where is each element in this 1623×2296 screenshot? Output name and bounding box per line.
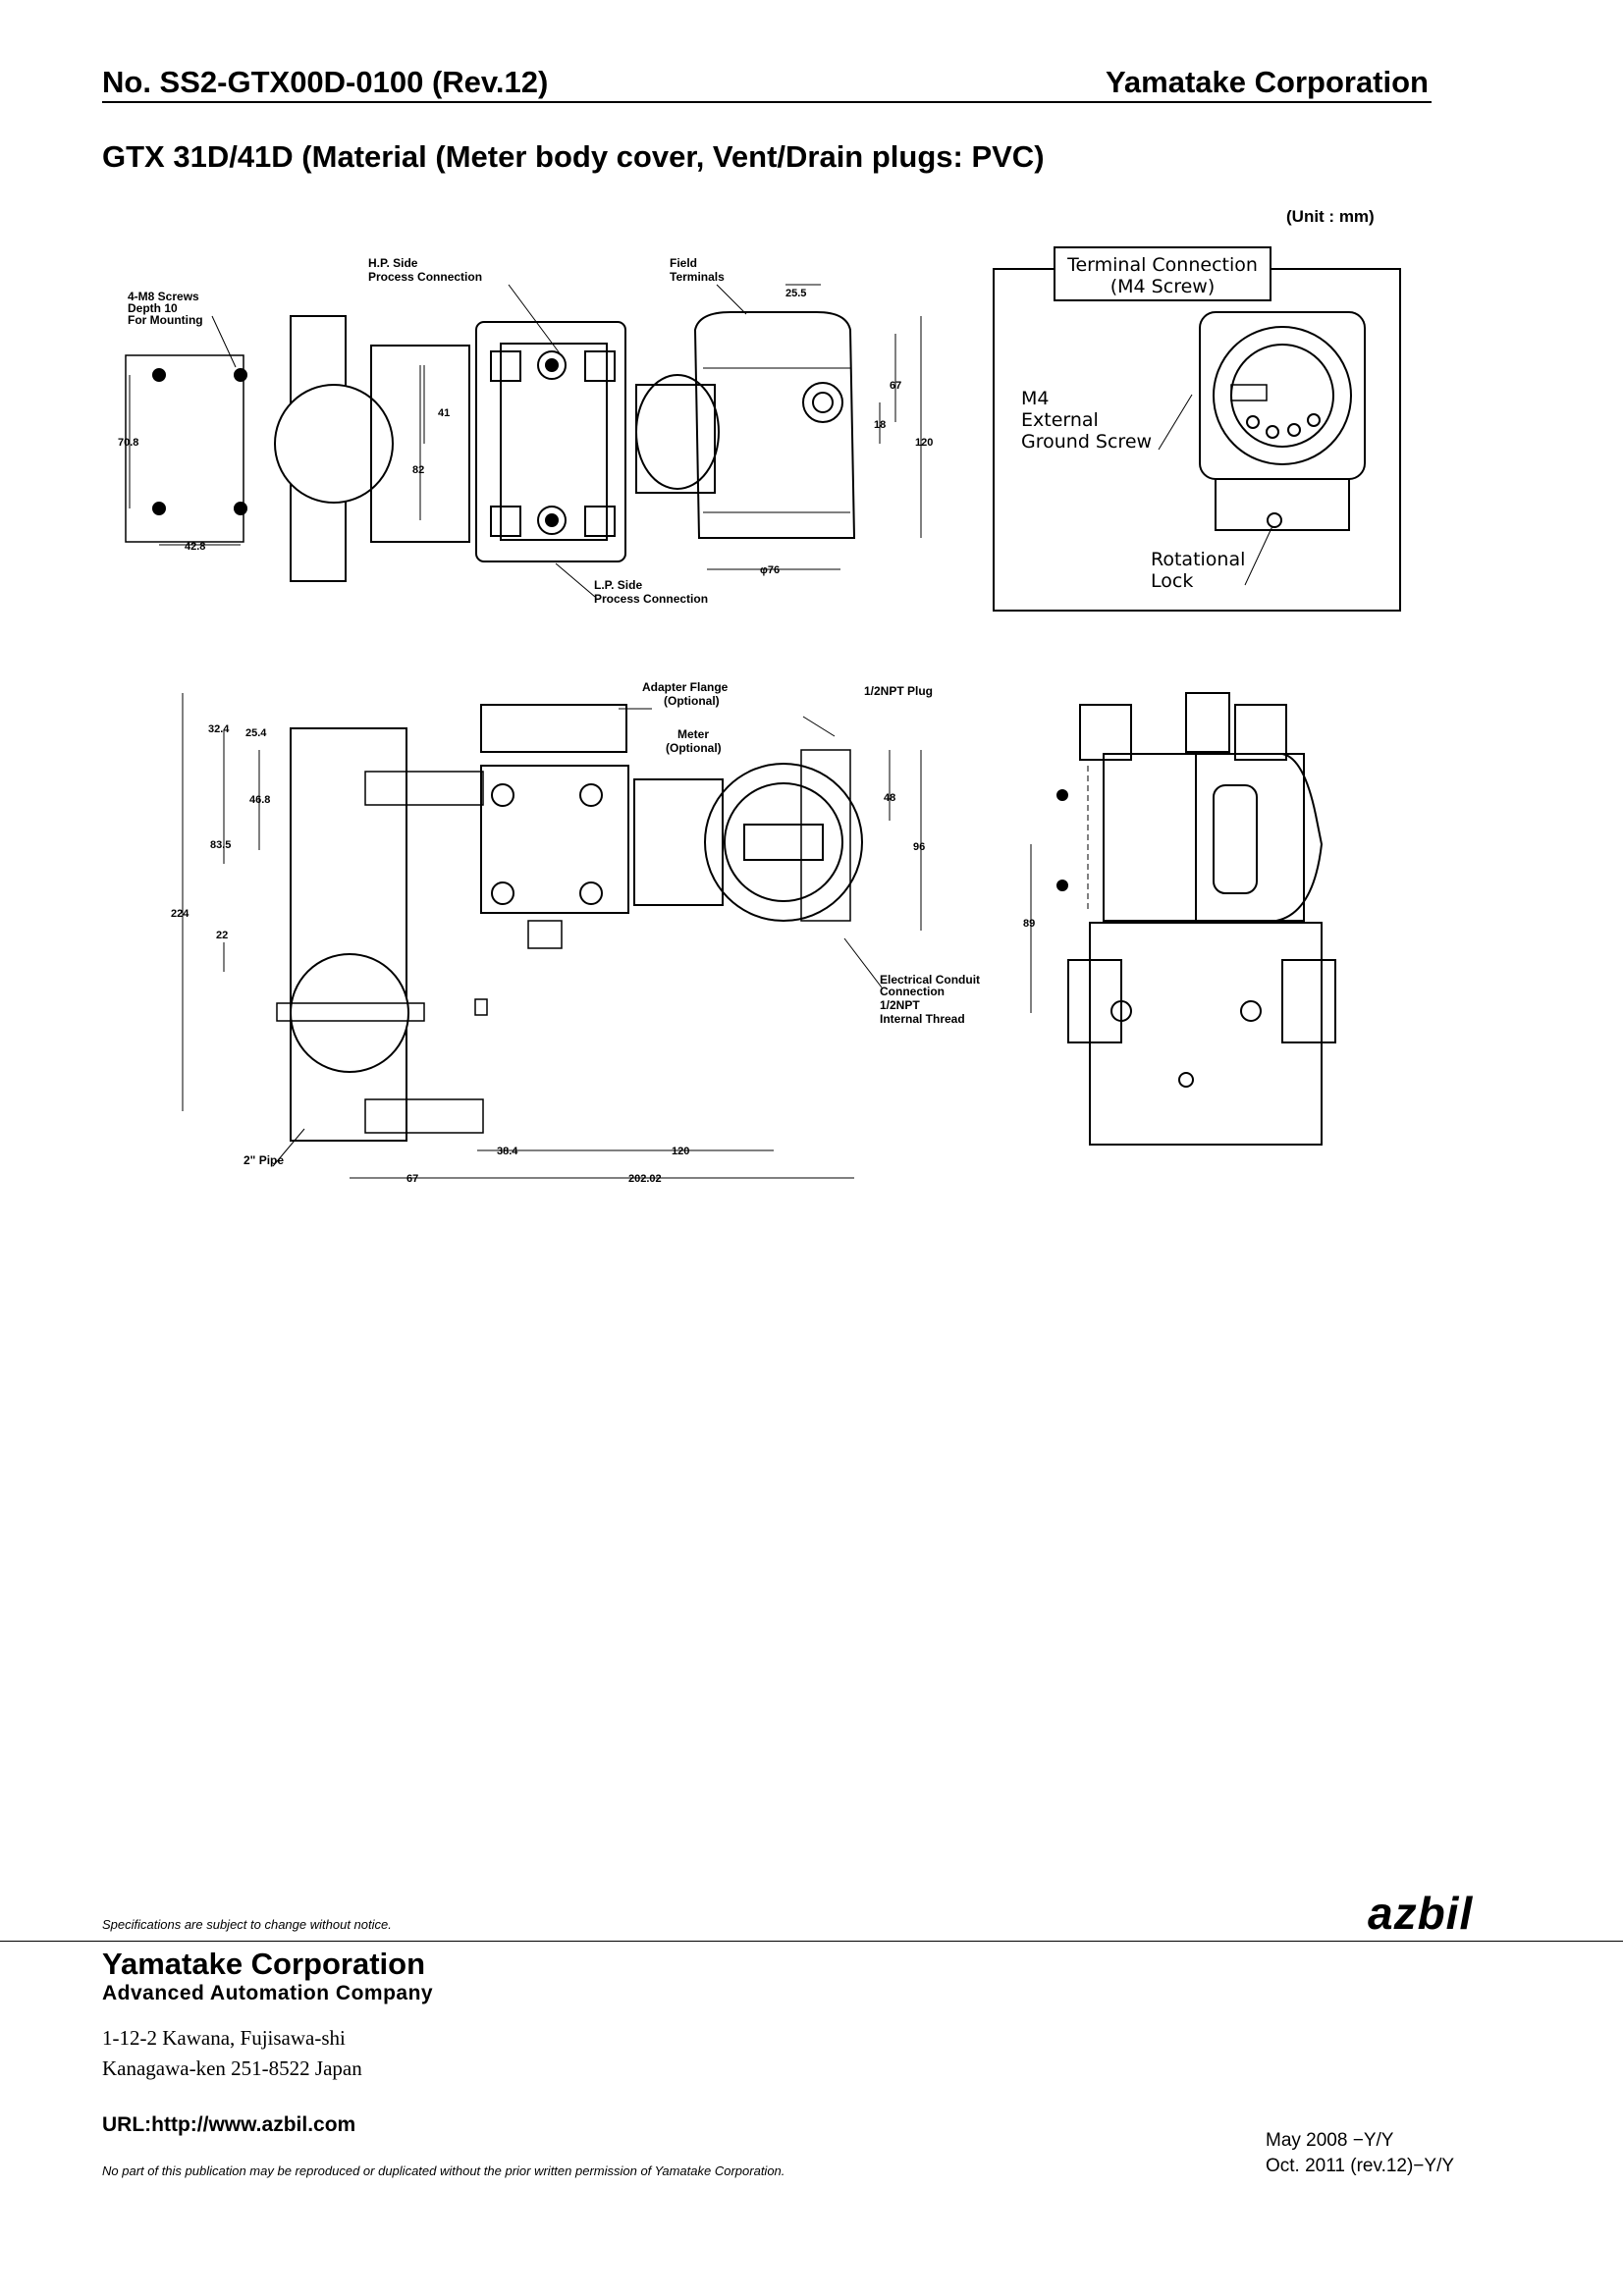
field-terminals-label-1: Field <box>670 256 697 270</box>
plug-label: 1/2NPT Plug <box>864 684 933 698</box>
dim-67-bottom: 67 <box>406 1173 418 1185</box>
footer-division: Advanced Automation Company <box>102 1982 434 2004</box>
dim-18: 18 <box>874 419 886 431</box>
pipe-label: 2" Pipe <box>243 1153 284 1167</box>
revision-original: May 2008 −Y/Y <box>1266 2130 1394 2151</box>
header-rule <box>102 101 1432 103</box>
dim-202-02: 202.02 <box>628 1173 662 1185</box>
dim-120-bottom: 120 <box>672 1146 689 1157</box>
terminal-housing <box>1199 311 1366 531</box>
conduit-label-1: Electrical Conduit <box>880 973 980 987</box>
rotational-lock-label-2: Lock <box>1151 570 1193 592</box>
hp-side-label-1: H.P. Side <box>368 256 418 270</box>
dim-82: 82 <box>412 464 424 476</box>
ground-screw-label-1: M4 <box>1021 388 1049 409</box>
lp-side-label-2: Process Connection <box>594 592 708 606</box>
dim-41: 41 <box>438 407 450 419</box>
footer-rule <box>0 1941 1623 1942</box>
side-view-dimensions <box>182 693 922 1179</box>
meter-label-1: Meter <box>677 727 709 741</box>
dim-48: 48 <box>884 792 895 804</box>
dim-25-5: 25.5 <box>785 288 806 299</box>
address-line-2: Kanagawa-ken 251-8522 Japan <box>102 2056 362 2080</box>
mounting-bracket <box>125 354 247 546</box>
dim-224: 224 <box>171 908 189 920</box>
meter-body <box>370 321 626 562</box>
terminal-view: Terminal Connection (M4 Screw) M4 Extern… <box>993 246 1401 612</box>
front-view-dimensions <box>211 284 922 598</box>
copyright-notice: No part of this publication may be repro… <box>102 2163 785 2178</box>
footer-company: Yamatake Corporation <box>102 1947 426 1981</box>
lp-side-label-1: L.P. Side <box>594 578 642 592</box>
dim-120-top: 120 <box>915 437 933 449</box>
dim-phi76: φ76 <box>760 564 780 576</box>
housing <box>635 311 856 539</box>
adapter-flange-label-1: Adapter Flange <box>642 680 729 694</box>
screws-label-1: 4-M8 Screws <box>128 290 199 303</box>
spec-notice: Specifications are subject to change wit… <box>102 1917 392 1932</box>
side-view: Adapter Flange (Optional) Meter (Optiona… <box>171 680 980 1185</box>
conduit-label-3: 1/2NPT <box>880 998 920 1012</box>
front-view: H.P. Side Process Connection Field Termi… <box>118 256 933 606</box>
screws-label-3: For Mounting <box>128 313 203 327</box>
conduit-label-2: Connection <box>880 985 945 998</box>
field-terminals-label-2: Terminals <box>670 270 725 284</box>
unit-label: (Unit : mm) <box>1286 207 1375 226</box>
azbil-logo: azbil <box>1368 1888 1474 1939</box>
ground-screw-label-3: Ground Screw <box>1021 431 1152 453</box>
dim-70-8: 70.8 <box>118 437 138 449</box>
hp-side-label-2: Process Connection <box>368 270 482 284</box>
dim-38-4: 38.4 <box>497 1146 518 1157</box>
dim-22: 22 <box>216 930 228 941</box>
adapter-flange-label-2: (Optional) <box>664 694 720 708</box>
dim-89: 89 <box>1023 918 1035 930</box>
page-title: GTX 31D/41D (Material (Meter body cover,… <box>102 139 1045 174</box>
rotational-lock-label-1: Rotational <box>1151 549 1245 570</box>
pipe <box>274 315 394 582</box>
dim-42-8: 42.8 <box>185 541 205 553</box>
dim-46-8: 46.8 <box>249 794 270 806</box>
dim-32-4: 32.4 <box>208 723 230 735</box>
header-company: Yamatake Corporation <box>1105 65 1429 99</box>
dim-83-5: 83.5 <box>210 839 231 851</box>
meter-label-2: (Optional) <box>666 741 722 755</box>
address-line-1: 1-12-2 Kawana, Fujisawa-shi <box>102 2026 346 2050</box>
dim-25-4: 25.4 <box>245 727 267 739</box>
revision-current: Oct. 2011 (rev.12)−Y/Y <box>1266 2156 1455 2176</box>
screws-label-2: Depth 10 <box>128 301 178 315</box>
document-number: No. SS2-GTX00D-0100 (Rev.12) <box>102 65 549 99</box>
terminal-connection-label-1: Terminal Connection <box>1066 254 1258 276</box>
dimension-drawings: (Unit : mm) <box>118 207 1401 1185</box>
dim-67-top: 67 <box>890 380 901 392</box>
conduit-label-4: Internal Thread <box>880 1012 965 1026</box>
dim-96: 96 <box>913 841 925 853</box>
rear-view: 89 <box>1023 692 1336 1146</box>
terminal-connection-label-2: (M4 Screw) <box>1110 276 1215 297</box>
ground-screw-label-2: External <box>1021 409 1099 431</box>
company-url[interactable]: URL:http://www.azbil.com <box>102 2113 356 2136</box>
